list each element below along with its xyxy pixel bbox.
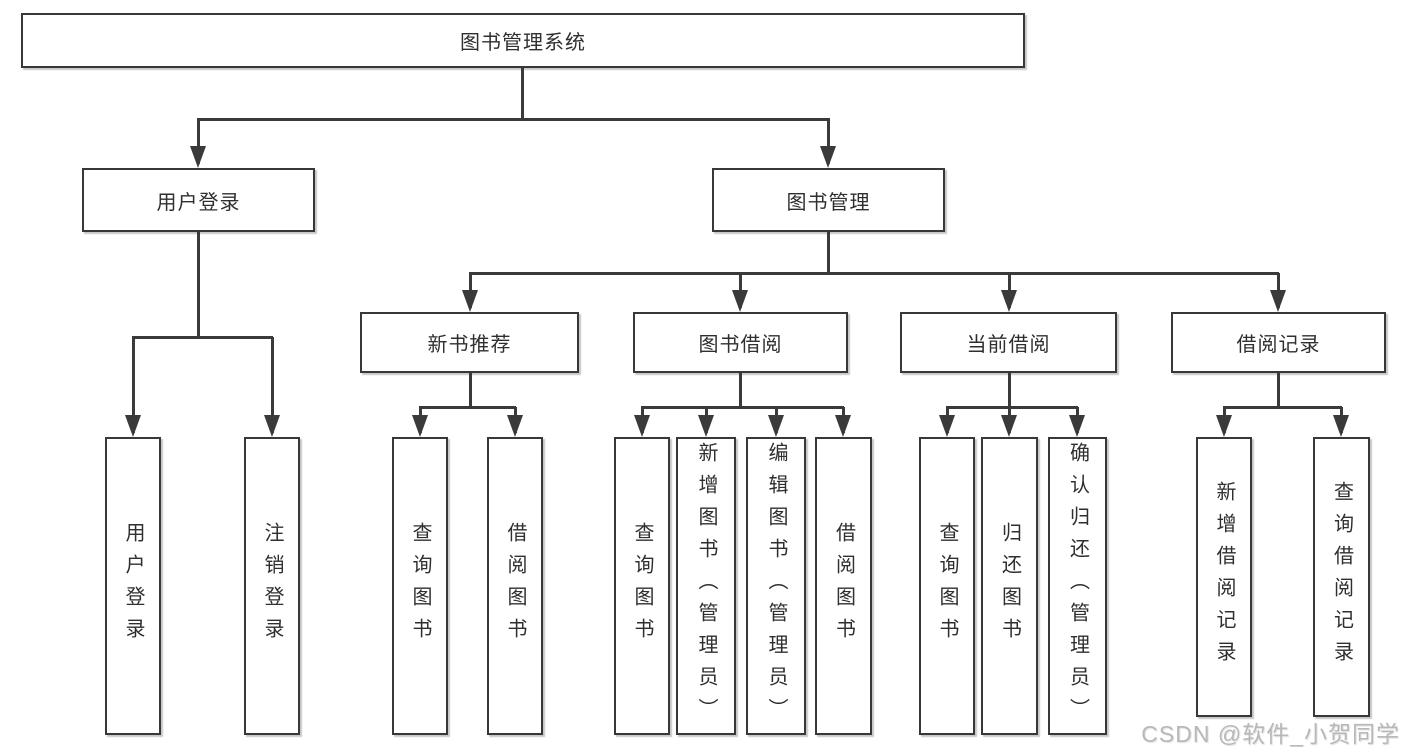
node-label: 新增借阅记录	[1213, 481, 1235, 673]
node-label: 新书推荐	[427, 334, 512, 356]
connector-line	[197, 118, 830, 121]
leaf-add-borrow-record: 新增借阅记录	[1196, 437, 1252, 717]
arrow-down-icon	[732, 273, 748, 312]
arrow-down-icon	[125, 337, 141, 437]
node-label: 编辑图书（管理员）	[765, 442, 787, 730]
node-label: 查询借阅记录	[1330, 481, 1353, 673]
node-label: 借阅图书	[832, 522, 855, 650]
arrow-down-icon	[412, 407, 428, 437]
arrow-down-icon	[264, 337, 280, 437]
leaf-borrow-query-book: 查询图书	[614, 437, 670, 735]
node-book-borrow: 图书借阅	[633, 312, 848, 373]
node-label: 查询图书	[936, 522, 958, 650]
connector-line	[521, 68, 524, 119]
arrow-down-icon	[835, 407, 851, 437]
leaf-add-book-admin: 新增图书（管理员）	[676, 437, 736, 735]
arrow-down-icon	[1333, 407, 1349, 437]
node-label: 注销登录	[261, 522, 283, 650]
leaf-recommend-borrow-book: 借阅图书	[487, 437, 543, 735]
node-label: 查询图书	[409, 522, 431, 650]
node-label: 用户登录	[122, 522, 144, 650]
leaf-logout: 注销登录	[244, 437, 300, 735]
node-label: 确认归还（管理员）	[1066, 442, 1089, 730]
node-label: 借阅图书	[504, 522, 526, 650]
arrow-down-icon	[1069, 407, 1085, 437]
node-label: 借阅记录	[1236, 334, 1321, 356]
connector-line	[1223, 406, 1342, 409]
arrow-down-icon	[1216, 407, 1232, 437]
csdn-watermark: CSDN @软件_小贺同学	[1141, 721, 1400, 747]
connector-line	[419, 406, 516, 409]
node-label: 图书管理	[786, 191, 871, 214]
node-label: 新增图书（管理员）	[695, 442, 717, 730]
arrow-down-icon	[939, 407, 955, 437]
leaf-recommend-query-book: 查询图书	[392, 437, 448, 735]
leaf-return-book: 归还图书	[981, 437, 1038, 735]
connector-line	[469, 373, 472, 407]
node-new-book-recommend: 新书推荐	[360, 312, 579, 373]
node-user-login: 用户登录	[82, 168, 315, 232]
node-borrow-records: 借阅记录	[1171, 312, 1386, 373]
arrow-down-icon	[1001, 273, 1017, 312]
node-book-management: 图书管理	[712, 168, 945, 232]
leaf-confirm-return-admin: 确认归还（管理员）	[1048, 437, 1107, 735]
arrow-down-icon	[698, 407, 714, 437]
node-library-management-system: 图书管理系统	[21, 13, 1025, 68]
connector-line	[469, 272, 1279, 275]
arrow-down-icon	[190, 119, 206, 168]
connector-line	[739, 373, 742, 407]
node-label: 用户登录	[156, 191, 241, 214]
connector-line	[827, 232, 830, 273]
arrow-down-icon	[507, 407, 523, 437]
leaf-user-login: 用户登录	[105, 437, 161, 735]
node-label: 图书借阅	[698, 334, 783, 356]
connector-line	[197, 232, 200, 337]
node-label: 查询图书	[631, 522, 653, 650]
connector-line	[1008, 373, 1011, 407]
leaf-edit-book-admin: 编辑图书（管理员）	[746, 437, 806, 735]
node-current-borrow: 当前借阅	[900, 312, 1117, 373]
connector-line	[641, 406, 844, 409]
arrow-down-icon	[1001, 407, 1017, 437]
connector-line	[1277, 373, 1280, 407]
leaf-current-query-book: 查询图书	[919, 437, 975, 735]
node-label: 图书管理系统	[460, 32, 586, 54]
arrow-down-icon	[768, 407, 784, 437]
connector-line	[132, 336, 273, 339]
leaf-query-borrow-record: 查询借阅记录	[1313, 437, 1370, 717]
node-label: 归还图书	[998, 522, 1021, 650]
arrow-down-icon	[462, 273, 478, 312]
connector-line	[946, 406, 1078, 409]
arrow-down-icon	[634, 407, 650, 437]
leaf-borrow-book: 借阅图书	[815, 437, 872, 735]
arrow-down-icon	[820, 119, 836, 168]
node-label: 当前借阅	[966, 334, 1051, 356]
arrow-down-icon	[1270, 273, 1286, 312]
